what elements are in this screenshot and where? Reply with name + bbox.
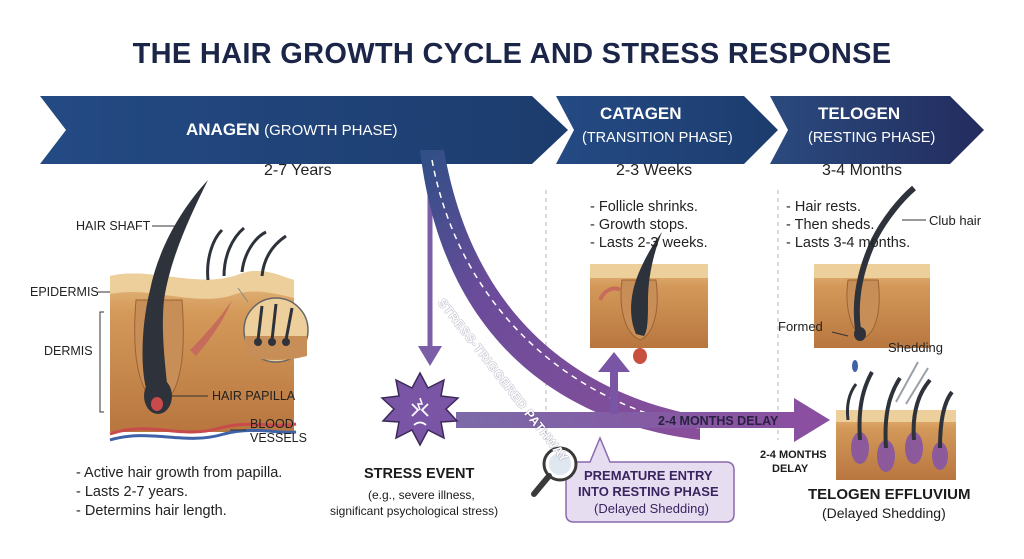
label-hair-papilla: HAIR PAPILLA bbox=[212, 389, 296, 403]
label-blood: BLOOD bbox=[250, 417, 294, 431]
catagen-note-2: - Growth stops. bbox=[590, 217, 689, 233]
delay-small-1: 2-4 MONTHS bbox=[760, 449, 827, 461]
stress-line-2: significant psychological stress) bbox=[330, 504, 499, 518]
catagen-note-1: - Follicle shrinks. bbox=[590, 199, 698, 215]
premature-line-1: PREMATURE ENTRY bbox=[584, 468, 713, 483]
telogen-skin-illustration bbox=[814, 185, 930, 372]
effluvium-title: TELOGEN EFFLUVIUM bbox=[808, 486, 971, 503]
anagen-note-1: - Active hair growth from papilla. bbox=[76, 465, 283, 481]
catagen-note-3: - Lasts 2-3 weeks. bbox=[590, 235, 708, 251]
label-hair-shaft: HAIR SHAFT bbox=[76, 219, 151, 233]
delay-arrowhead bbox=[794, 398, 830, 442]
effluvium-skin-illustration bbox=[836, 361, 956, 480]
telogen-name: TELOGEN bbox=[818, 104, 901, 123]
label-epidermis: EPIDERMIS bbox=[30, 285, 99, 299]
telogen-sub: (RESTING PHASE) bbox=[808, 130, 936, 146]
label-vessels: VESSELS bbox=[250, 431, 307, 445]
stress-title: STRESS EVENT bbox=[364, 466, 475, 482]
page-title: THE HAIR GROWTH CYCLE AND STRESS RESPONS… bbox=[132, 38, 892, 70]
stress-line-1: (e.g., severe illness, bbox=[368, 488, 475, 502]
anagen-label: ANAGEN (GROWTH PHASE) bbox=[186, 120, 397, 140]
premature-line-3: (Delayed Shedding) bbox=[594, 501, 709, 516]
telogen-note-1: - Hair rests. bbox=[786, 199, 861, 215]
anagen-note-3: - Determins hair length. bbox=[76, 503, 227, 519]
delay-small-2: DELAY bbox=[772, 463, 809, 475]
delay-label: 2-4 MONTHS DELAY bbox=[658, 414, 779, 428]
effluvium-sub: (Delayed Shedding) bbox=[822, 505, 946, 521]
anagen-arrow bbox=[40, 96, 568, 164]
label-dermis: DERMIS bbox=[44, 344, 93, 358]
label-club-hair: Club hair bbox=[929, 213, 982, 228]
telogen-duration: 3-4 Months bbox=[822, 162, 903, 179]
telogen-note-2: - Then sheds. bbox=[786, 217, 875, 233]
catagen-sub: (TRANSITION PHASE) bbox=[582, 130, 733, 146]
premature-line-2: INTO RESTING PHASE bbox=[578, 484, 719, 499]
catagen-arrow bbox=[556, 96, 778, 164]
premature-up-arrow bbox=[598, 352, 630, 414]
catagen-skin-illustration bbox=[590, 232, 708, 364]
magnifier-icon bbox=[531, 446, 578, 497]
anagen-sub: (GROWTH PHASE) bbox=[264, 122, 398, 139]
delay-arrow-shaft bbox=[456, 412, 796, 428]
stress-burst-icon bbox=[380, 371, 460, 447]
stress-drop-arrowhead bbox=[418, 346, 442, 366]
telogen-note-3: - Lasts 3-4 months. bbox=[786, 235, 911, 251]
catagen-name: CATAGEN bbox=[600, 104, 682, 123]
telogen-arrow bbox=[770, 96, 984, 164]
catagen-duration: 2-3 Weeks bbox=[616, 162, 693, 179]
anagen-duration: 2-7 Years bbox=[264, 162, 332, 179]
label-formed: Formed bbox=[778, 319, 823, 334]
premature-callout-box bbox=[565, 436, 735, 523]
anagen-note-2: - Lasts 2-7 years. bbox=[76, 484, 189, 500]
stress-pathway-band bbox=[420, 150, 700, 440]
label-shedding: Shedding bbox=[888, 340, 943, 355]
anagen-name: ANAGEN bbox=[186, 120, 260, 139]
anagen-skin-illustration bbox=[109, 180, 309, 442]
